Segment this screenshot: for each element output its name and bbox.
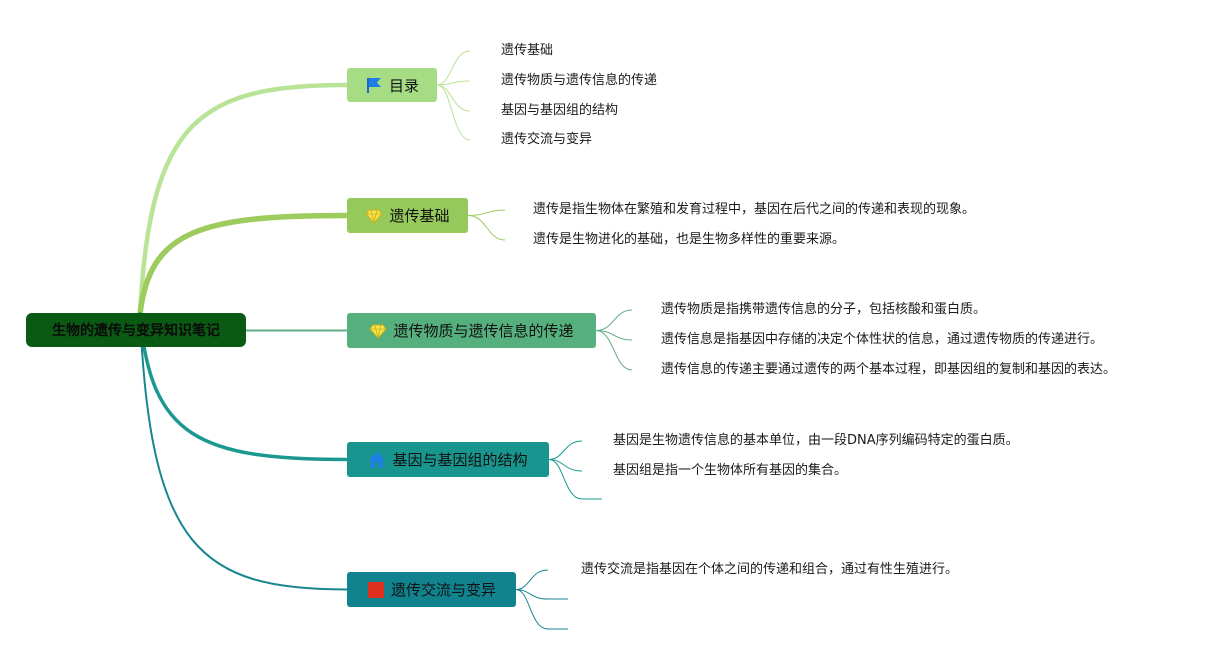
leaf-connector xyxy=(595,309,633,331)
leaf-connector xyxy=(436,84,471,112)
leaf-connector xyxy=(515,589,568,600)
branch-connector-structure xyxy=(138,312,349,462)
leaf-connector xyxy=(595,330,633,371)
subtopic-material-2[interactable]: 遗传信息是指基因中存储的决定个体性状的信息，通过遗传物质的传递进行。 xyxy=(661,332,1104,347)
subtopic-basics-1[interactable]: 遗传是指生物体在繁殖和发育过程中，基因在后代之间的传递和表现的现象。 xyxy=(533,202,976,217)
branch-connector-toc xyxy=(137,82,350,317)
branch-topic-material[interactable]: 遗传物质与遗传信息的传递 xyxy=(347,313,596,348)
leaf-connector xyxy=(467,215,506,241)
leaf-connector xyxy=(436,80,471,86)
branch-topic-label: 遗传交流与变异 xyxy=(390,581,496,599)
central-topic[interactable]: 生物的遗传与变异知识笔记 xyxy=(26,313,246,347)
leaf-connector xyxy=(515,569,549,590)
leaf-connector xyxy=(548,440,583,460)
leaf-connector xyxy=(467,209,506,216)
branch-topic-label: 目录 xyxy=(388,76,419,95)
diamond-icon xyxy=(369,322,388,340)
square-icon xyxy=(367,581,385,599)
subtopic-structure-2[interactable]: 基因组是指一个生物体所有基因的集合。 xyxy=(613,463,848,478)
branch-connector-variation xyxy=(139,313,348,591)
branch-topic-variation[interactable]: 遗传交流与变异 xyxy=(347,572,516,607)
subtopic-material-1[interactable]: 遗传物质是指携带遗传信息的分子，包括核酸和蛋白质。 xyxy=(661,302,987,317)
flag-icon xyxy=(365,76,383,94)
central-topic-label: 生物的遗传与变异知识笔记 xyxy=(52,323,220,339)
subtopic-basics-2[interactable]: 遗传是生物进化的基础，也是生物多样性的重要来源。 xyxy=(533,232,846,247)
leaf-connector xyxy=(436,84,471,141)
subtopic-toc-1[interactable]: 遗传基础 xyxy=(501,43,554,58)
branch-topic-structure[interactable]: 基因与基因组的结构 xyxy=(347,442,549,477)
branch-topic-toc[interactable]: 目录 xyxy=(347,68,437,102)
subtopic-variation-1[interactable]: 遗传交流是指基因在个体之间的传递和组合，通过有性生殖进行。 xyxy=(581,562,959,577)
leaf-connector xyxy=(515,589,568,630)
subtopic-material-3[interactable]: 遗传信息的传递主要通过遗传的两个基本过程，即基因组的复制和基因的表达。 xyxy=(661,362,1117,377)
subtopic-toc-4[interactable]: 遗传交流与变异 xyxy=(501,132,593,147)
house-icon xyxy=(368,451,386,469)
branch-topic-label: 遗传物质与遗传信息的传递 xyxy=(393,322,574,340)
branch-connector-basics xyxy=(137,212,350,317)
branch-topic-label: 遗传基础 xyxy=(389,207,450,225)
leaf-connector xyxy=(548,459,602,500)
branch-topic-label: 基因与基因组的结构 xyxy=(392,451,528,469)
subtopic-structure-1[interactable]: 基因是生物遗传信息的基本单位，由一段DNA序列编码特定的蛋白质。 xyxy=(613,433,1019,448)
diamond-icon xyxy=(365,207,384,225)
branch-topic-basics[interactable]: 遗传基础 xyxy=(347,198,468,233)
subtopic-toc-3[interactable]: 基因与基因组的结构 xyxy=(501,103,619,118)
subtopic-toc-2[interactable]: 遗传物质与遗传信息的传递 xyxy=(501,73,658,88)
leaf-connector xyxy=(436,50,471,86)
